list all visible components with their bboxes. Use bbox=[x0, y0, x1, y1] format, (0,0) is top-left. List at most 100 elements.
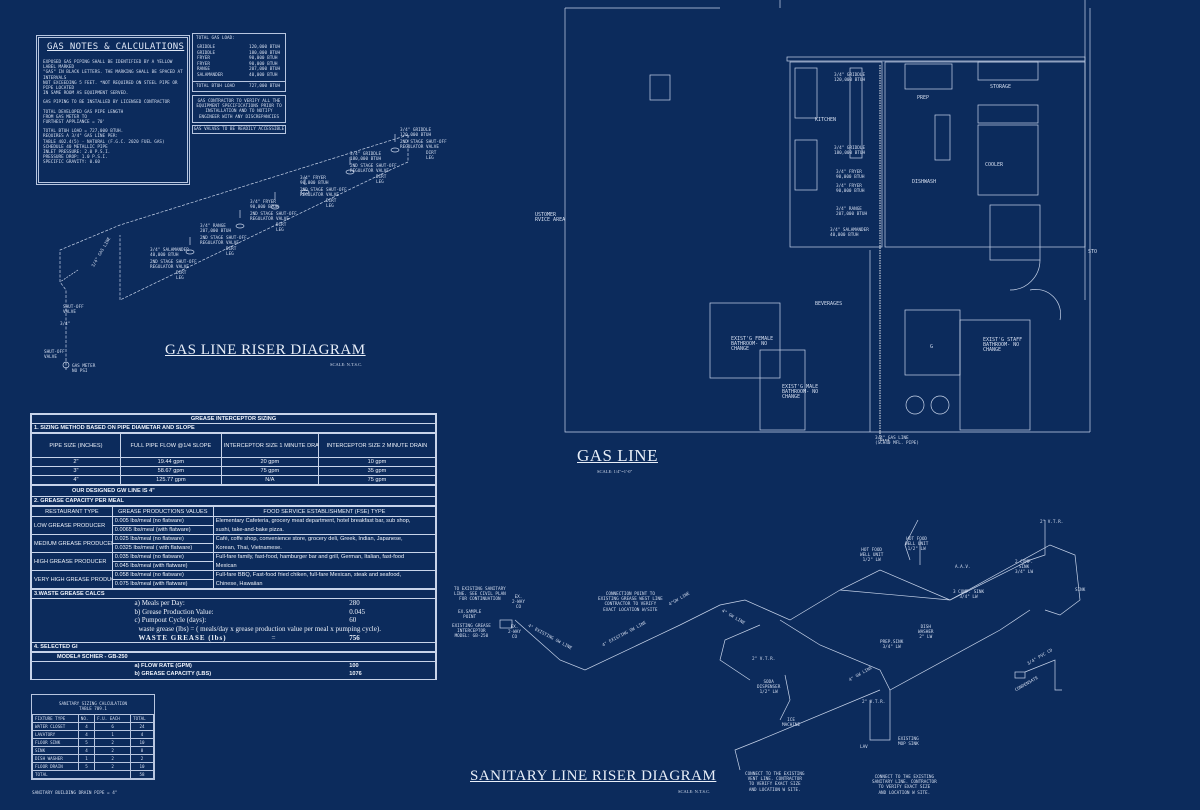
regulator-label: 2ND STAGE REGULATOR bbox=[150, 260, 174, 271]
calc-label: c) Pumpout Cycle (days): bbox=[134, 616, 207, 625]
sanitary-label-comp2: 2 COMP. SINK 3/4" LW bbox=[1015, 560, 1034, 576]
table-cell: 5 bbox=[77, 738, 96, 747]
sanitary-label-aav: A.A.V. bbox=[955, 565, 971, 570]
appliance-label: 3/4" RANGE 207,000 BTUH bbox=[200, 224, 232, 235]
table-row: WASTE GREASE (lbs)=756 bbox=[31, 633, 437, 642]
table-cell: 35 gpm bbox=[317, 466, 437, 476]
sanitary-piping bbox=[499, 519, 1081, 771]
gas-riser-scale: SCALE: N.T.S.C. bbox=[330, 362, 363, 367]
gas-notes-body: EXPOSED GAS PIPING SHALL BE IDENTIFIED B… bbox=[43, 60, 185, 170]
grease-value: 0.058 lbs/meal (no flatware) bbox=[111, 570, 214, 580]
gas-load-name: GRIDDLE bbox=[197, 45, 216, 50]
sanitary-label-hotfood1: HOT FOOD WELL UNIT 1/2" LW bbox=[860, 548, 884, 564]
column-header: F.U. EACH bbox=[94, 714, 132, 723]
column-header: INTERCEPTOR SIZE 1 MINUTE DRAIN bbox=[220, 433, 319, 458]
sanitary-label-co2: EX. 2-WAY CO bbox=[508, 625, 521, 641]
table-cell: 2 bbox=[94, 746, 132, 755]
floor-gas-label: 3/4" FRYER 90,000 BTUH bbox=[836, 170, 865, 181]
total-value: 58 bbox=[130, 770, 154, 779]
gas-note-1: EXPOSED GAS PIPING SHALL BE IDENTIFIED B… bbox=[43, 60, 183, 97]
regulator-label: 2ND STAGE REGULATOR bbox=[400, 140, 424, 151]
room-customer-area: USTOMER RVICE AREA bbox=[535, 212, 566, 224]
table-cell: 20 gpm bbox=[220, 457, 319, 467]
floor-gas-label: 3/4" GRIDDLE 120,000 BTUH bbox=[834, 73, 866, 84]
table-cell: 4" bbox=[31, 475, 121, 485]
sanitary-label-interceptor: EXISTING GREASE INTERCEPTOR MODEL: GB-25… bbox=[452, 624, 491, 640]
column-header: GREASE PRODUCTIONS VALUES bbox=[111, 506, 214, 517]
table-row: b) GREASE CAPACITY (LBS) 1076 bbox=[31, 670, 437, 679]
grease-value: 0.035 lbs/meal (no flatware) bbox=[111, 552, 214, 562]
waste-grease-result: WASTE GREASE (lbs)= bbox=[133, 633, 315, 642]
table-cell: 4 bbox=[77, 746, 96, 755]
room-staff-bath: EXIST'G STAFF BATHROOM- NO CHANGE bbox=[983, 337, 1023, 354]
gas-note-2: GAS PIPING TO BE INSTALLED BY LICENSED C… bbox=[43, 100, 170, 106]
room-cooler: COOLER bbox=[985, 162, 1004, 168]
table-row: 2. GREASE CAPACITY PER MEAL bbox=[31, 496, 436, 506]
table-row: 4. SELECTED GI bbox=[31, 641, 436, 652]
room-prep: PREP bbox=[917, 95, 930, 101]
gas-load-title: TOTAL GAS LOAD: bbox=[196, 36, 235, 41]
designed-line-note: OUR DESIGNED GW LINE IS 4" bbox=[31, 485, 436, 497]
valves-note: GAS VALVES TO BE READILY ACCESSIBLE bbox=[192, 125, 286, 134]
selected-label: b) GREASE CAPACITY (LBS) bbox=[134, 671, 212, 678]
column-header: FOOD SERVICE ESTABLISHMENT (FSE) TYPE bbox=[212, 506, 437, 517]
table-cell: 75 gpm bbox=[220, 466, 319, 476]
table-cell: 1 bbox=[77, 754, 96, 763]
sanitary-label-prep: PREP.SINK 3/4" LW bbox=[880, 640, 904, 651]
table-row: MODEL# SCHIER - GB-250 bbox=[31, 651, 436, 662]
sanitary-label-ice: ICE MACHINE bbox=[782, 718, 801, 729]
gas-meter-label: GAS METER NO PSI bbox=[72, 364, 96, 375]
floor-gas-label: 3/4" FRYER 90,000 BTUH bbox=[836, 184, 865, 195]
gas-note-3: TOTAL DEVELOPED GAS PIPE LENGTH FROM GAS… bbox=[43, 109, 124, 126]
gas-load-name: RANGE bbox=[197, 67, 210, 72]
section-2-title: 2. GREASE CAPACITY PER MEAL bbox=[31, 496, 436, 506]
table-cell: 5 bbox=[77, 762, 96, 771]
gas-load-name: SALAMANDER bbox=[197, 72, 223, 78]
table-row: a) FLOW RATE (GPM)100 bbox=[31, 661, 437, 671]
gas-load-name: FRYER bbox=[197, 56, 210, 61]
floor-plan-gas-line bbox=[879, 65, 890, 441]
table-row: PIPE SIZE (INCHES)FULL PIPE FLOW @1/4 SL… bbox=[31, 433, 437, 458]
appliance-label: 3/4" FRYER 90,000 BTUH bbox=[300, 176, 329, 187]
waste-grease-label: WASTE GREASE (lbs) bbox=[138, 633, 227, 642]
calc-label: a) Meals per Day: bbox=[134, 599, 185, 608]
fse-type: Café, coffe shop, convenience store, gro… bbox=[212, 534, 437, 544]
sanitary-riser-title: SANITARY LINE RISER DIAGRAM bbox=[470, 768, 717, 784]
room-male-bath: EXIST'G MALE BATHROOM- NO CHANGE bbox=[782, 384, 819, 401]
restaurant-type: LOW GREASE PRODUCER bbox=[31, 516, 113, 535]
sanitary-label-connect-vent: CONNECT TO THE EXISTING VENT LINE. CONTR… bbox=[745, 772, 805, 793]
sanitary-label-to-existing: TO EXISTING SANITARY LINE. SEE CIVIL PLA… bbox=[454, 587, 506, 603]
model-number: MODEL# SCHIER - GB-250 bbox=[31, 651, 436, 662]
section-3-title: 3.WASTE GREASE CALCS bbox=[31, 589, 436, 599]
restaurant-type: VERY HIGH GREASE PRODUCER bbox=[31, 570, 113, 589]
gas-load-value: 90,000 BTUH bbox=[249, 56, 278, 61]
grease-value: 0.075 lbs/meal (with flatware) bbox=[111, 579, 214, 589]
restaurant-type: MEDIUM GREASE PRODUCER bbox=[31, 534, 113, 553]
table-cell: 4 bbox=[77, 722, 96, 731]
selected-value: 1076 bbox=[314, 670, 437, 679]
sanitary-label-vtr1: 2" V.T.R. bbox=[1040, 520, 1064, 525]
gas-load-value: 90,000 BTUH bbox=[249, 61, 278, 67]
table-cell: FLOOR SINK bbox=[32, 738, 79, 747]
table-cell: 10 bbox=[130, 738, 154, 747]
sanitary-sizing-table: SANITARY SIZING CALCULATION TABLE 709.1 … bbox=[31, 694, 155, 780]
fse-type: sushi, take-and-bake pizza. bbox=[212, 525, 437, 535]
shutoff-label-meter: SHUT-OFF VALVE bbox=[44, 350, 65, 361]
gas-load-total-value: 727,000 BTUH bbox=[249, 84, 281, 89]
gas-branches bbox=[185, 134, 400, 255]
column-header: RESTAURANT TYPE bbox=[31, 506, 113, 517]
table-cell: 2" bbox=[31, 457, 121, 467]
fse-type: Elementary Cafeteria, grocery meat depar… bbox=[212, 516, 437, 526]
